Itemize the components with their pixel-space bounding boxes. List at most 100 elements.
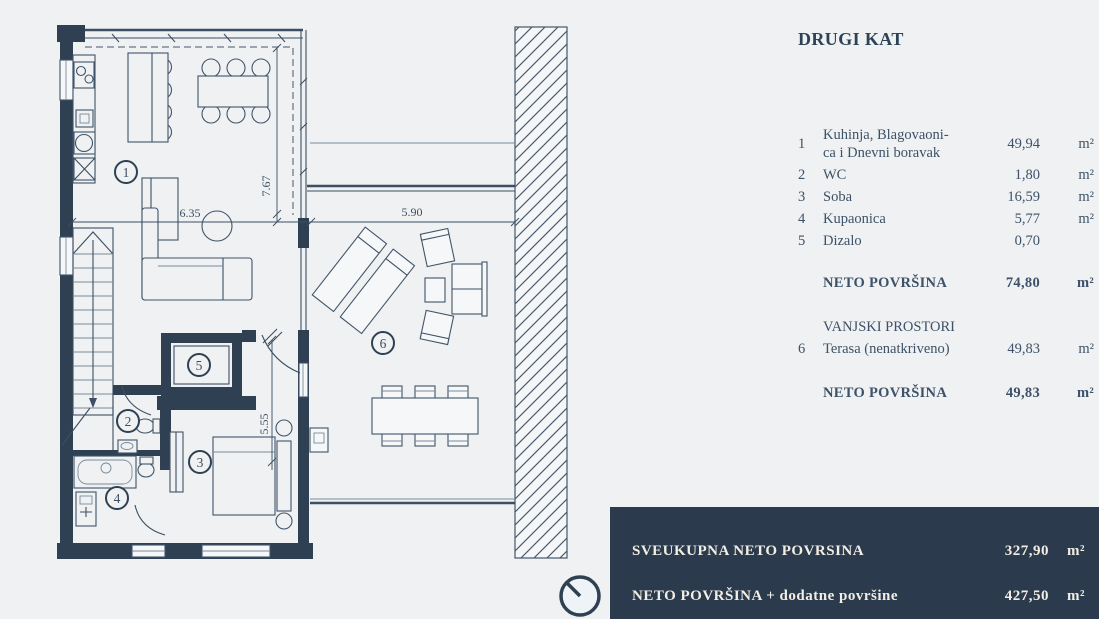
sink-icon [75,65,87,77]
summary-row-with-extras: NETO POVRŠINA + dodatne površine 427,50 … [632,588,1085,605]
sun-lounger [339,248,416,335]
summary-value: 327,90 [1004,543,1049,559]
row-label: WC [823,167,847,183]
row-number: 2 [798,167,806,183]
page-title: DRUGI KAT [798,29,904,49]
armchair [419,309,455,346]
net-area-row: NETO POVRŠINA 74,80 m² [798,274,1094,292]
room-marker-6: 6 [371,331,395,355]
row-value: 74,80 [1005,275,1040,291]
window [59,59,74,101]
svg-text:1: 1 [123,165,130,180]
table-row: 3 Soba 16,59 m² [798,188,1094,206]
row-unit: m² [1076,385,1094,401]
row-value: 0,70 [1014,233,1040,249]
sun-lounger [311,226,388,313]
room-marker-5: 5 [187,353,211,377]
exterior-walls [57,25,313,559]
summary-value: 427,50 [1004,588,1049,604]
row-label: NETO POVRŠINA [823,275,948,291]
row-label: Kupaonica [823,211,886,227]
row-number: 5 [798,233,806,249]
row-value: 16,59 [1007,189,1040,205]
table-row: 4 Kupaonica 5,77 m² [798,210,1094,228]
row-value: 1,80 [1014,167,1040,183]
summary-row-total: SVEUKUPNA NETO POVRSINA 327,90 m² [632,543,1085,560]
row-value: 5,77 [1014,211,1040,227]
dimension-lines: 6.35 5.90 7.67 5.55 [67,43,520,470]
row-number: 3 [798,189,806,205]
floor-plan: 6.35 5.90 7.67 5.55 1 2 3 4 5 6 [57,25,601,617]
row-number: 4 [798,211,806,227]
room-marker-1: 1 [114,160,138,184]
summary-panel: SVEUKUPNA NETO POVRSINA 327,90 m² NETO P… [610,507,1099,619]
summary-label: SVEUKUPNA NETO POVRSINA [632,543,865,559]
row-number: 6 [798,341,806,357]
row-unit: m² [1078,211,1094,227]
outdoor-section-header: VANJSKI PROSTORI [823,319,956,335]
sofa [141,207,253,301]
bathroom [73,455,155,527]
dim-label: 5.55 [257,414,271,435]
round-table [201,210,233,242]
bathtub [73,455,137,489]
room-marker-3: 3 [188,450,212,474]
window [298,362,309,398]
dim-label: 5.90 [402,205,423,219]
svg-text:3: 3 [197,455,204,470]
ac-unit [309,427,329,453]
table-row: 1 Kuhinja, Blagovaoni- ca i Dnevni borav… [798,126,1094,162]
armchair [419,227,456,268]
summary-unit: m² [1067,543,1085,559]
dining-table [197,58,271,124]
area-legend: DRUGI KAT 1 Kuhinja, Blagovaoni- ca i Dn… [798,28,1094,406]
svg-text:2: 2 [125,414,132,429]
row-unit: m² [1078,341,1094,357]
room-marker-2: 2 [116,409,140,433]
cooktop-icon [75,109,94,128]
row-number: 1 [798,136,806,152]
row-value: 49,83 [1005,385,1040,401]
stairs [61,227,114,446]
sink-icon [84,74,94,84]
elevator [113,330,256,410]
row-value: 49,83 [1007,341,1040,357]
row-label: Kuhinja, Blagovaoni- ca i Dnevni boravak [823,127,949,161]
summary-label: NETO POVRŠINA + dodatne površine [632,588,898,604]
row-unit: m² [1078,189,1094,205]
kitchen-counter [72,54,96,184]
table-row: 5 Dizalo 0,70 [798,232,1094,250]
row-unit: m² [1076,275,1094,291]
bed [212,436,276,516]
headboard [276,440,292,512]
door-swing [61,407,91,446]
row-value: 49,94 [1007,136,1040,152]
toilet-icon [137,462,155,478]
row-label: NETO POVRŠINA [823,385,948,401]
wall-break-icon [262,328,283,347]
area-table: 1 Kuhinja, Blagovaoni- ca i Dnevni borav… [798,126,1094,402]
outdoor-sofa [451,261,488,317]
bedroom [134,410,293,536]
svg-text:6: 6 [380,336,387,351]
door-swing [121,385,152,416]
coffee-table [424,277,446,303]
table-row: 6 Terasa (nenatkriveno) 49,83 m² [798,340,1094,358]
table-row: 2 WC 1,80 m² [798,166,1094,184]
row-unit: m² [1078,136,1094,152]
hatched-wall [514,26,568,559]
north-indicator-icon [559,575,601,617]
kitchen-island [127,52,173,143]
row-unit: m² [1078,167,1094,183]
row-label: Soba [823,189,852,205]
terrace [307,142,515,505]
dim-label: 6.35 [180,206,201,220]
room-marker-4: 4 [105,486,129,510]
wc-room [73,393,161,456]
bedside-table [275,512,293,530]
dim-label: 7.67 [259,176,273,197]
svg-text:4: 4 [114,491,121,506]
summary-unit: m² [1067,588,1085,604]
row-label: Terasa (nenatkriveno) [823,341,950,357]
row-label: Dizalo [823,233,862,249]
